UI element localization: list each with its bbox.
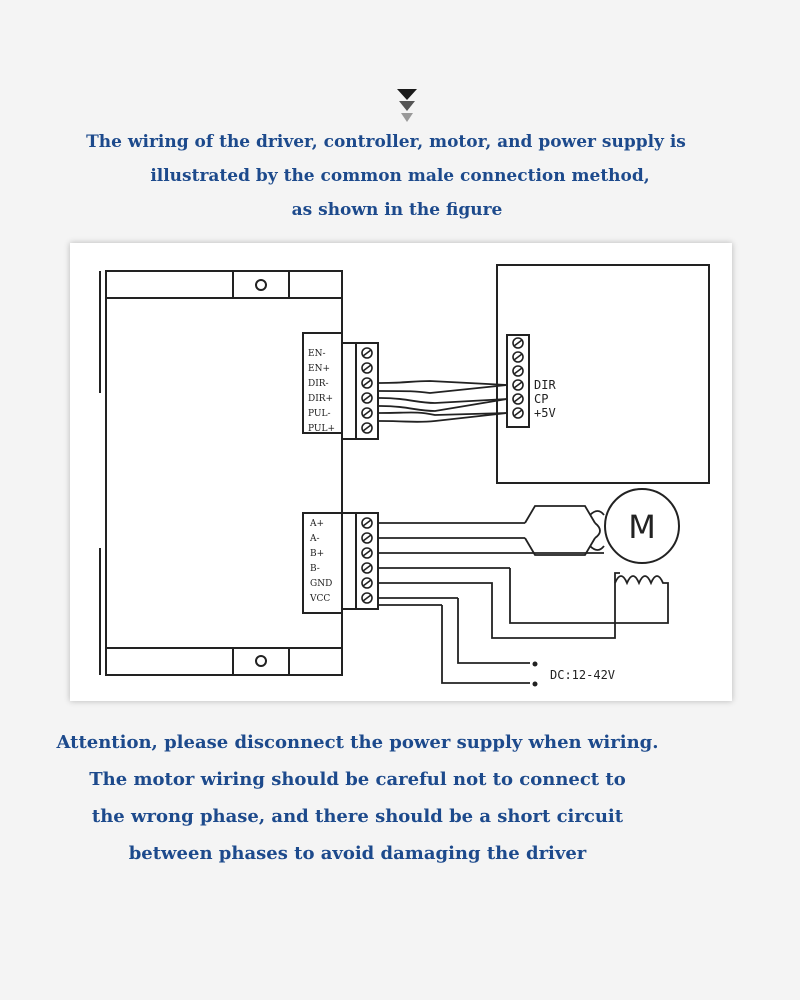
intro-line-3: as shown in the figure bbox=[291, 200, 503, 220]
controller-box bbox=[496, 264, 710, 484]
power-supply-label: DC:12-42V bbox=[550, 668, 615, 682]
terminal-label-a-plus: A+ bbox=[309, 519, 324, 529]
power-supply-terminals: DC:12-42V bbox=[532, 661, 615, 687]
power-terminal-screws bbox=[361, 517, 373, 604]
terminal-label-a-minus: A- bbox=[309, 534, 320, 544]
intro-line-1: The wiring of the driver, controller, mo… bbox=[86, 132, 686, 152]
controller-label-cp: CP bbox=[534, 392, 548, 406]
controller-label-dir: DIR bbox=[534, 378, 556, 392]
terminal-label-b-plus: B+ bbox=[310, 549, 324, 559]
motor-wires bbox=[378, 505, 669, 684]
terminal-label-en-minus: EN- bbox=[308, 349, 326, 359]
wiring-diagram: M DC:12-42V EN- EN+ DIR- DIR+ PUL- PUL+ … bbox=[99, 264, 710, 687]
signal-terminal-frame bbox=[341, 342, 379, 440]
terminal-label-pul-minus: PUL- bbox=[308, 409, 331, 419]
controller-label-5v: +5V bbox=[534, 406, 556, 420]
power-terminal-labels: A+ A- B+ B- GND VCC bbox=[309, 519, 332, 604]
wiring-diagram-panel: M DC:12-42V EN- EN+ DIR- DIR+ PUL- PUL+ … bbox=[70, 243, 732, 701]
intro-line-2: illustrated by the common male connectio… bbox=[150, 166, 650, 186]
note-line-1: Attention, please disconnect the power s… bbox=[56, 732, 659, 753]
controller-terminal-block bbox=[506, 334, 530, 428]
signal-terminal-screws bbox=[361, 347, 373, 434]
terminal-label-dir-minus: DIR- bbox=[308, 379, 329, 389]
controller-terminal-screws bbox=[512, 337, 524, 419]
terminal-label-b-minus: B- bbox=[310, 564, 320, 574]
intro-text: The wiring of the driver, controller, mo… bbox=[40, 128, 760, 230]
note-line-3: the wrong phase, and there should be a s… bbox=[91, 806, 624, 827]
power-terminal-frame bbox=[341, 512, 379, 610]
note-line-4: between phases to avoid damaging the dri… bbox=[128, 843, 587, 864]
terminal-label-pul-plus: PUL+ bbox=[308, 424, 335, 434]
signal-wires bbox=[377, 380, 508, 423]
signal-terminal-labels: EN- EN+ DIR- DIR+ PUL- PUL+ bbox=[308, 349, 335, 434]
driver-body bbox=[99, 270, 343, 676]
attention-note: Attention, please disconnect the power s… bbox=[40, 728, 760, 876]
terminal-label-en-plus: EN+ bbox=[308, 364, 330, 374]
controller-terminal-labels: DIR CP +5V bbox=[534, 378, 556, 420]
terminal-label-gnd: GND bbox=[310, 579, 332, 589]
note-line-2: The motor wiring should be careful not t… bbox=[89, 769, 626, 790]
motor-label: M bbox=[628, 508, 656, 546]
power-terminal-block bbox=[355, 512, 379, 610]
motor-symbol: M bbox=[604, 488, 680, 564]
terminal-label-vcc: VCC bbox=[309, 594, 330, 604]
terminal-label-dir-plus: DIR+ bbox=[308, 394, 333, 404]
down-arrows-icon bbox=[397, 89, 417, 122]
